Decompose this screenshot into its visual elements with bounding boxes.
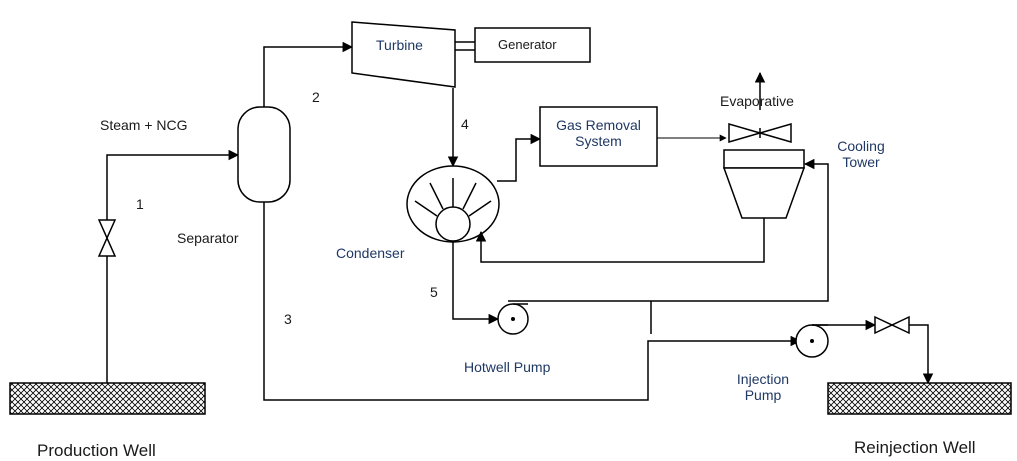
evaporative-label: Evaporative [720, 93, 794, 109]
separator-label: Separator [177, 230, 239, 246]
condenser-spray-4 [414, 200, 438, 217]
condenser-spray-2 [429, 182, 444, 210]
ncg-line-to-gas-removal [497, 133, 542, 182]
turbine-label: Turbine [376, 37, 423, 53]
fan-blade-right [757, 123, 792, 143]
hotwell-pump-label: Hotwell Pump [464, 359, 551, 375]
stream-1-label: 1 [136, 196, 144, 212]
injection-pump-label: Injection Pump [736, 371, 790, 404]
cooling-tower-top [723, 149, 805, 169]
hotwell-discharge-line [508, 158, 829, 302]
stream-2-label: 2 [312, 89, 320, 105]
reinjection-valve [874, 315, 910, 335]
production-well-label: Production Well [37, 441, 156, 460]
steam-line-to-turbine [263, 41, 354, 107]
condenser-hotwell [435, 206, 471, 242]
separator-vessel [237, 106, 291, 203]
reinjection-well-label: Reinjection Well [854, 438, 976, 457]
cooling-tower-label: Cooling Tower [837, 138, 885, 171]
condenser-spray-5 [468, 200, 492, 217]
stream-4-label: 4 [461, 116, 469, 132]
gas-removal-label: Gas Removal System [556, 117, 641, 150]
condenser-spray-3 [462, 182, 477, 210]
stream-5-label: 5 [430, 284, 438, 300]
reinjection-well-ground [827, 382, 1012, 415]
hotwell-pump-impeller [511, 317, 515, 321]
turbine-body [351, 21, 456, 88]
cooling-tower-body [722, 167, 806, 219]
production-valve [97, 219, 117, 257]
reinjection-pipe [909, 324, 934, 385]
production-well-ground [9, 382, 206, 415]
injection-pump-impeller [810, 339, 814, 343]
steam-ncg-label: Steam + NCG [100, 117, 188, 133]
brine-line [263, 202, 649, 401]
fan-blade-left [728, 123, 763, 143]
generator-box [474, 27, 591, 63]
production-pipe-upper [106, 149, 240, 220]
generator-label: Generator [498, 37, 557, 52]
brine-to-injection-line [647, 335, 802, 347]
gas-removal-box [539, 106, 658, 167]
condensate-line [452, 241, 500, 325]
condenser-label: Condenser [336, 245, 405, 261]
cooling-water-return [475, 218, 765, 263]
stream-3-label: 3 [284, 311, 292, 327]
